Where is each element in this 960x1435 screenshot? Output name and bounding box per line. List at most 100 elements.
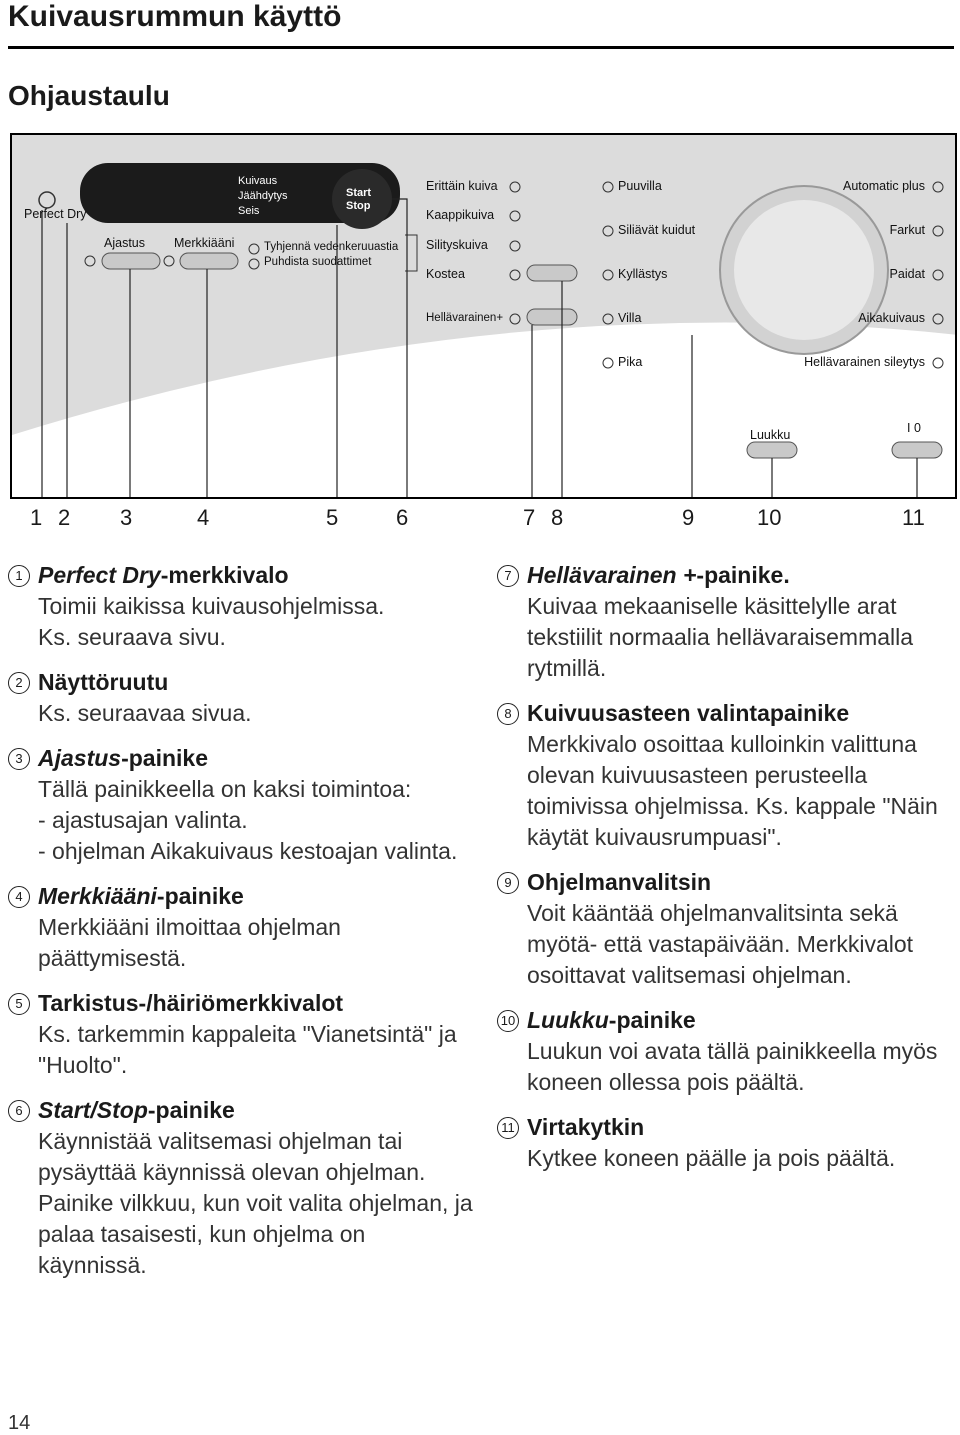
dryness-lamp-3: [509, 240, 521, 252]
item-number: 4: [8, 886, 30, 908]
item-title-rest: -merkkivalo: [160, 562, 289, 588]
item-number: 2: [8, 672, 30, 694]
luukku-button[interactable]: [746, 441, 798, 459]
control-panel-drawing: [12, 163, 955, 497]
item-body: Käynnistää valitsemasi ohjelman tai pysä…: [38, 1128, 426, 1185]
description-item: 7 Hellävarainen +-painike.Kuivaa mekaanis…: [497, 560, 957, 684]
item-title-italic: Perfect Dry: [38, 562, 161, 588]
item-number: 5: [8, 993, 30, 1015]
dryness-lamp-4: [509, 269, 521, 281]
warning-lamp-filter: [248, 258, 260, 270]
warning-filter-label: Puhdista suodattimet: [264, 256, 372, 268]
program-kyllastys: Kyllästys: [618, 267, 668, 281]
item-body: Kuivaa mekaaniselle käsittelylle arat te…: [527, 593, 914, 681]
item-number: 9: [497, 872, 519, 894]
program-automatic-plus: Automatic plus: [843, 179, 925, 193]
item-title-italic: Merkkiääni: [38, 883, 157, 909]
callout-5: 5: [326, 505, 339, 530]
item-number: 7: [497, 565, 519, 587]
item-body: Kytkee koneen päälle ja pois päältä.: [527, 1145, 896, 1171]
item-title-italic: Luukku: [527, 1007, 609, 1033]
item-title: Perfect Dry-merkkivalo: [38, 560, 478, 591]
program-paidat: Paidat: [889, 267, 925, 281]
page-number: 14: [8, 1412, 31, 1434]
page-title: Kuivausrummun käyttö: [8, 0, 342, 33]
item-list-entry: - ajastusajan valinta.: [38, 807, 248, 833]
item-number: 11: [497, 1117, 519, 1139]
start-stop-button[interactable]: [332, 169, 392, 229]
panel-lower-surface: [12, 322, 955, 497]
warning-water-label: Tyhjennä vedenkeruuastia: [264, 241, 399, 253]
title-rule: [8, 46, 954, 49]
item-title-rest: -painike: [121, 745, 209, 771]
item-body: Toimii kaikissa kuivausohjelmissa.: [38, 593, 385, 619]
dryness-label-3: Silityskuiva: [426, 238, 488, 252]
section-title: Ohjaustaulu: [8, 80, 170, 111]
control-panel-diagram: Perfect Dry Kuivaus Jäähdytys Seis Start…: [10, 133, 957, 499]
program-lamp-automatic: [932, 181, 944, 193]
item-title-italic: Ajastus: [38, 745, 122, 771]
item-title: Kuivuusasteen valintapainike: [527, 698, 957, 729]
item-title-rest: Ohjelmanvalitsin: [527, 869, 712, 895]
merkkiaani-label: Merkkiääni: [174, 236, 235, 250]
item-title-rest: Näyttöruutu: [38, 669, 169, 695]
program-villa: Villa: [618, 311, 642, 325]
item-number: 3: [8, 748, 30, 770]
display-screen: [80, 163, 400, 223]
callout-4: 4: [197, 505, 210, 530]
program-lamp-siliavat: [602, 225, 614, 237]
callout-numbers: 1 2 3 4 5 6 7 8 9 10 11: [0, 505, 960, 545]
item-title: Tarkistus-/häiriömerkkivalot: [38, 988, 478, 1019]
hellavarainen-lamp: [509, 313, 521, 325]
item-title: Start/Stop-painike: [38, 1095, 478, 1126]
item-body: Tällä painikkeella on kaksi toimintoa:: [38, 776, 412, 802]
description-column-right: 7 Hellävarainen +-painike.Kuivaa mekaanis…: [497, 560, 957, 1188]
program-lamp-villa: [602, 313, 614, 325]
display-status-3: Seis: [238, 205, 260, 217]
display-status-2: Jäähdytys: [238, 190, 288, 202]
item-title: Luukku-painike: [527, 1005, 957, 1036]
program-lamp-kyllastys: [602, 269, 614, 281]
item-number: 8: [497, 703, 519, 725]
hellavarainen-button[interactable]: [526, 308, 578, 326]
program-lamp-aikakuivaus: [932, 313, 944, 325]
item-title: Hellävarainen +-painike.: [527, 560, 957, 591]
item-title: Ohjelmanvalitsin: [527, 867, 957, 898]
dryness-select-button[interactable]: [526, 264, 578, 282]
dryness-label-2: Kaappikuiva: [426, 208, 495, 222]
item-body: Merkkivalo osoittaa kulloinkin valittuna…: [527, 731, 938, 850]
program-lamp-sileytys: [932, 357, 944, 369]
merkkiaani-button[interactable]: [179, 252, 239, 270]
item-title-rest: Virtakytkin: [527, 1114, 645, 1140]
item-title-rest: -painike: [608, 1007, 696, 1033]
program-siliavat: Siliävät kuidut: [618, 223, 696, 237]
item-body: Ks. tarkemmin kappaleita "Vianetsintä" j…: [38, 1021, 457, 1078]
display-status-1: Kuivaus: [238, 175, 278, 187]
item-title-rest: -painike: [156, 883, 244, 909]
program-aikakuivaus: Aikakuivaus: [858, 311, 925, 325]
item-title: Ajastus-painike: [38, 743, 478, 774]
callout-2: 2: [58, 505, 71, 530]
item-title-rest: -painike: [147, 1097, 235, 1123]
warning-lamp-water: [248, 243, 260, 255]
power-switch[interactable]: [891, 441, 943, 459]
item-number: 6: [8, 1100, 30, 1122]
item-body: Luukun voi avata tällä painikkeella myös…: [527, 1038, 938, 1095]
dryness-label-4: Kostea: [426, 267, 465, 281]
power-switch-symbol: I 0: [907, 421, 921, 435]
item-title-italic: Start/Stop: [38, 1097, 148, 1123]
program-farkut: Farkut: [889, 223, 925, 237]
program-sileytys: Hellävarainen sileytys: [804, 355, 925, 369]
program-puuvilla: Puuvilla: [618, 179, 662, 193]
program-lamp-paidat: [932, 269, 944, 281]
item-title-rest: Kuivuusasteen valintapainike: [527, 700, 850, 726]
ajastus-button[interactable]: [101, 252, 161, 270]
